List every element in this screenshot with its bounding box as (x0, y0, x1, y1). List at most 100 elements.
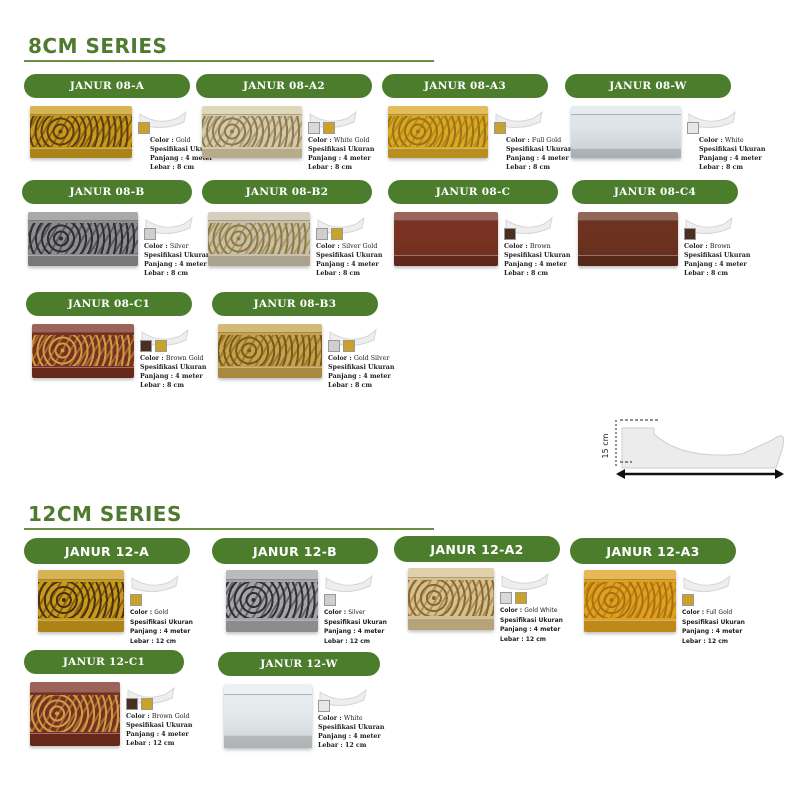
profile-silhouette-icon (308, 108, 358, 134)
product-spec: Color : Brown Spesifikasi Ukuran Panjang… (504, 243, 571, 277)
color-value: Full Gold (531, 137, 562, 144)
product-spec: Color : Brown Gold Spesifikasi Ukuran Pa… (126, 713, 193, 747)
product-spec: Color : Gold White Spesifikasi Ukuran Pa… (500, 607, 563, 643)
ornament-pattern (584, 582, 676, 619)
moulding-photo (208, 212, 310, 266)
width-value: Lebar : 12 cm (324, 637, 371, 645)
spec-label: Spesifikasi Ukuran (130, 618, 193, 626)
color-value: Brown Gold (151, 713, 190, 720)
profile-silhouette-icon (324, 572, 374, 598)
profile-silhouette-icon (682, 572, 732, 598)
length-value: Panjang : 4 meter (318, 733, 381, 740)
moulding-photo (38, 570, 124, 632)
product-name-label: JANUR 12-C1 (24, 650, 184, 674)
width-value: Lebar : 12 cm (682, 637, 729, 645)
color-swatches (328, 340, 355, 352)
width-value: Lebar : 8 cm (506, 164, 551, 171)
spec-label: Spesifikasi Ukuran (682, 618, 745, 626)
product-spec: Color : Full Gold Spesifikasi Ukuran Pan… (506, 137, 573, 171)
length-value: Panjang : 4 meter (130, 628, 191, 635)
color-value: Silver (348, 609, 366, 616)
ornament-pattern (38, 582, 124, 619)
ornament-pattern (30, 116, 132, 147)
moulding-photo (30, 682, 120, 746)
profile-silhouette-icon (687, 108, 737, 134)
color-swatch (328, 340, 340, 352)
width-value: Lebar : 8 cm (684, 270, 729, 277)
color-swatches (144, 228, 156, 240)
width-value: Lebar : 8 cm (699, 164, 744, 171)
spec-label: Spesifikasi Ukuran (500, 616, 563, 624)
moulding-photo (30, 106, 132, 158)
profile-silhouette-icon (316, 214, 366, 240)
length-value: Panjang : 4 meter (324, 628, 385, 635)
product-name-label: JANUR 08-W (565, 74, 731, 98)
color-value: Gold (154, 609, 169, 616)
product-spec: Color : White Spesifikasi Ukuran Panjang… (699, 137, 766, 171)
product-name-label: JANUR 08-A2 (196, 74, 372, 98)
product-spec: Color : Brown Spesifikasi Ukuran Panjang… (684, 243, 751, 277)
spec-label: Spesifikasi Ukuran (318, 724, 385, 731)
product-name-label: JANUR 08-C4 (572, 180, 738, 204)
color-swatches (682, 594, 694, 606)
moulding-photo (202, 106, 302, 158)
product-spec: Color : Gold Spesifikasi Ukuran Panjang … (150, 137, 217, 171)
profile-silhouette-icon (144, 214, 194, 240)
color-value: Silver Gold (341, 243, 378, 250)
spec-label: Spesifikasi Ukuran (150, 146, 217, 153)
product-spec: Color : Gold Silver Spesifikasi Ukuran P… (328, 355, 395, 389)
color-swatches (500, 592, 527, 604)
color-swatch (494, 122, 506, 134)
series-divider-12cm (24, 528, 434, 530)
profile-dimension-diagram: 15 cm (601, 419, 785, 479)
color-swatches (138, 122, 150, 134)
product-spec: Color : Silver Gold Spesifikasi Ukuran P… (316, 243, 383, 277)
color-swatch (331, 228, 343, 240)
color-swatch (316, 228, 328, 240)
profile-silhouette-icon (126, 684, 176, 710)
ornament-pattern (408, 580, 494, 617)
width-value: Lebar : 8 cm (328, 382, 373, 389)
profile-silhouette-icon (328, 326, 378, 352)
profile-silhouette-icon (500, 570, 550, 596)
product-name-label: JANUR 08-C1 (26, 292, 192, 316)
height-label: 15 cm (601, 433, 610, 458)
moulding-photo (226, 570, 318, 632)
moulding-photo (584, 570, 676, 632)
spec-label: Spesifikasi Ukuran (324, 618, 387, 626)
spec-label: Spesifikasi Ukuran (316, 252, 383, 259)
length-value: Panjang : 4 meter (316, 261, 379, 268)
spec-label: Spesifikasi Ukuran (140, 364, 207, 371)
profile-shape (621, 427, 785, 469)
arrow-left-icon (616, 469, 625, 479)
product-spec: Color : Gold Spesifikasi Ukuran Panjang … (130, 609, 193, 645)
moulding-photo (408, 568, 494, 630)
color-swatches (140, 340, 167, 352)
color-swatches (318, 700, 330, 712)
width-value: Lebar : 8 cm (504, 270, 549, 277)
profile-silhouette-icon (504, 214, 554, 240)
width-value: Lebar : 12 cm (318, 742, 367, 749)
product-spec: Color : Brown Gold Spesifikasi Ukuran Pa… (140, 355, 207, 389)
moulding-photo (224, 684, 312, 748)
product-spec: Color : Full Gold Spesifikasi Ukuran Pan… (682, 609, 745, 645)
profile-silhouette-icon (140, 326, 190, 352)
color-swatch (504, 228, 516, 240)
color-swatches (324, 594, 336, 606)
product-name-label: JANUR 08-A (24, 74, 190, 98)
color-swatch (318, 700, 330, 712)
series-divider-8cm (24, 60, 434, 62)
product-name-label: JANUR 12-A2 (394, 536, 560, 562)
length-value: Panjang : 4 meter (144, 261, 207, 268)
